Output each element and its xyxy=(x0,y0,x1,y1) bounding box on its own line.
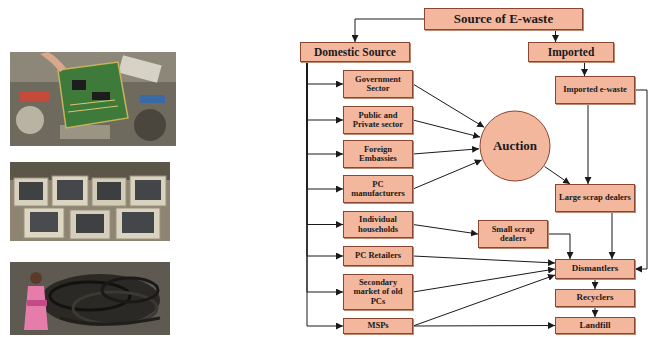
node-label: Imported xyxy=(548,46,595,59)
source-box: Public and Private sector xyxy=(343,106,413,134)
flow-arrow xyxy=(545,167,570,185)
flow-arrow xyxy=(413,269,555,292)
node-label: Auction xyxy=(493,139,537,153)
header-box: Source of E-waste xyxy=(424,8,583,30)
process-box: Dismantlers xyxy=(555,259,635,279)
flow-arrow xyxy=(307,62,343,326)
flow-arrow xyxy=(413,225,478,235)
flow-arrow xyxy=(595,307,596,317)
source-box: Foreign Embassies xyxy=(343,140,413,168)
flow-arrow xyxy=(307,62,343,256)
old-monitors-photo xyxy=(10,162,170,241)
flow-arrow xyxy=(413,256,555,263)
cable-pile-photo xyxy=(10,262,170,335)
source-box: PC manufacturers xyxy=(343,175,413,203)
flow-arrow xyxy=(612,212,613,259)
flow-arrow xyxy=(307,62,343,189)
flow-arrow xyxy=(595,279,596,289)
flow-arrow xyxy=(413,325,555,327)
node-label: Small scrap dealers xyxy=(482,225,544,244)
process-box: Large scrap dealers xyxy=(555,184,635,212)
source-box: MSPs xyxy=(343,318,413,334)
node-label: Imported e-waste xyxy=(563,85,627,94)
node-label: PC Retailers xyxy=(355,251,401,260)
node-label: Government Sector xyxy=(347,75,409,94)
flow-arrow xyxy=(413,275,555,326)
flow-arrow xyxy=(413,149,479,154)
node-label: PC manufacturers xyxy=(347,180,409,199)
node-label: Secondary market of old PCs xyxy=(347,278,409,306)
source-box: Government Sector xyxy=(343,70,413,98)
flow-arrow xyxy=(584,62,585,76)
flow-arrow xyxy=(307,62,343,225)
flow-arrow xyxy=(355,19,424,42)
source-box: Individual households xyxy=(343,211,413,238)
node-label: Large scrap dealers xyxy=(559,193,631,202)
source-box: Secondary market of old PCs xyxy=(343,274,413,310)
flow-arrow xyxy=(307,62,343,154)
flow-arrow xyxy=(548,234,570,259)
process-box: Recyclers xyxy=(555,289,635,307)
node-label: Recyclers xyxy=(577,293,614,303)
node-label: Landfill xyxy=(579,321,610,331)
flow-arrow xyxy=(635,90,647,269)
node-label: Domestic Source xyxy=(314,46,396,59)
flow-arrow xyxy=(555,30,556,42)
node-label: Individual households xyxy=(347,215,409,234)
flow-arrow xyxy=(307,62,343,292)
category-box: Domestic Source xyxy=(300,42,410,62)
category-box: Imported xyxy=(528,42,614,62)
flow-arrow xyxy=(413,120,480,137)
flow-arrow xyxy=(307,62,343,84)
flow-arrow xyxy=(413,84,484,127)
process-box: Landfill xyxy=(555,317,635,334)
node-label: Foreign Embassies xyxy=(347,145,409,164)
source-box: PC Retailers xyxy=(343,246,413,266)
auction-circle: Auction xyxy=(479,110,551,182)
process-box: Small scrap dealers xyxy=(478,220,548,248)
circuit-board-photo xyxy=(10,52,176,146)
flow-arrow xyxy=(588,104,589,184)
node-label: MSPs xyxy=(367,321,388,330)
node-label: Source of E-waste xyxy=(454,12,553,26)
process-box: Imported e-waste xyxy=(555,76,635,104)
flow-arrow xyxy=(307,62,343,120)
node-label: Dismantlers xyxy=(572,264,619,274)
flow-arrow xyxy=(413,160,482,189)
node-label: Public and Private sector xyxy=(347,111,409,130)
